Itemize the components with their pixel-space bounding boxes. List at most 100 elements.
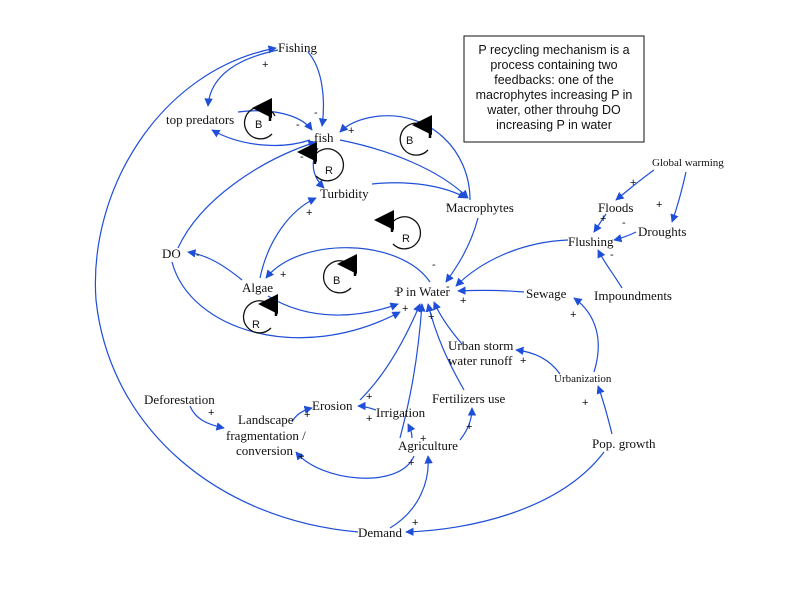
edge-impoundments-flushing bbox=[597, 249, 623, 289]
sign-gw-droughts: + bbox=[656, 199, 662, 211]
edge-droughts-flushing bbox=[613, 231, 637, 243]
sign-do-p: + bbox=[402, 303, 408, 315]
sign-sewage-p: + bbox=[460, 295, 466, 307]
edge-urbanization-sewage bbox=[573, 297, 599, 373]
edge-irrigation-erosion bbox=[357, 401, 377, 411]
node-impoundments: Impoundments bbox=[594, 288, 672, 303]
sign-p-algae: + bbox=[280, 269, 286, 281]
polarity-signs: + - - + - + - - + - - - + + + + + + + - … bbox=[196, 59, 662, 529]
node-deforestation: Deforestation bbox=[144, 392, 215, 407]
edge-flushing-p-water bbox=[455, 239, 569, 287]
node-erosion: Erosion bbox=[312, 398, 353, 413]
node-droughts: Droughts bbox=[638, 224, 686, 239]
sign-algae-turbidity: + bbox=[306, 207, 312, 219]
edge-macrophytes-fish bbox=[339, 115, 471, 201]
sign-agri-irrigation: + bbox=[420, 433, 426, 445]
edge-fishing-top-predators bbox=[204, 49, 279, 107]
node-fishing: Fishing bbox=[278, 40, 318, 55]
loop-r-turbidity: R bbox=[297, 142, 345, 182]
node-do: DO bbox=[162, 246, 181, 261]
loop-r-p-water: R bbox=[374, 210, 422, 250]
sign-agri-fertilizers: + bbox=[466, 421, 472, 433]
sign-turbidity-macro: - bbox=[446, 199, 450, 211]
note-line-5: water, other throuhg DO bbox=[486, 103, 621, 117]
edge-erosion-p-water bbox=[359, 303, 421, 401]
sign-flushing-p: - bbox=[446, 281, 450, 293]
sign-deforestation-landscape: + bbox=[208, 407, 214, 419]
sign-pop-urban: + bbox=[582, 397, 588, 409]
node-landscape-3: conversion bbox=[236, 443, 294, 458]
edges bbox=[94, 45, 687, 536]
edge-do-fish bbox=[177, 140, 317, 249]
loop-label-b-fish-macro: B bbox=[406, 135, 413, 147]
node-irrigation: Irrigation bbox=[376, 405, 426, 420]
note-line-4: macrophytes increasing P in bbox=[476, 88, 633, 102]
edge-global-warming-floods bbox=[615, 169, 655, 201]
edge-pop-growth-demand bbox=[405, 451, 605, 536]
sign-algae-p: - bbox=[394, 285, 398, 297]
node-algae: Algae bbox=[242, 280, 273, 295]
edge-global-warming-droughts bbox=[670, 171, 687, 223]
sign-irrigation-erosion: + bbox=[366, 413, 372, 425]
edge-pop-growth-urbanization bbox=[596, 385, 613, 435]
node-macrophytes: Macrophytes bbox=[446, 200, 514, 215]
edge-agriculture-fertilizers bbox=[459, 407, 477, 441]
node-top-predators: top predators bbox=[166, 112, 234, 127]
sign-fishing-fish: - bbox=[314, 107, 318, 119]
edge-sewage-p-water bbox=[457, 286, 525, 295]
edge-deforestation-landscape bbox=[189, 405, 225, 431]
loop-indicators: B B R R B R bbox=[242, 98, 432, 334]
edge-floods-flushing bbox=[593, 213, 607, 233]
loop-label-r-turbidity: R bbox=[325, 165, 333, 177]
edge-urbanization-urban-storm bbox=[515, 346, 561, 375]
edge-agriculture-landscape bbox=[295, 451, 415, 479]
edge-fish-macrophytes bbox=[339, 139, 469, 199]
edge-demand-agriculture bbox=[389, 455, 433, 529]
sign-algae-do: - bbox=[196, 249, 200, 261]
sign-macro-fish: + bbox=[348, 125, 354, 137]
sign-fish-turbidity: - bbox=[300, 151, 304, 163]
node-p-in-water: P in Water bbox=[396, 284, 451, 299]
loop-label-b-top: B bbox=[255, 119, 262, 131]
edge-macrophytes-p-water bbox=[445, 217, 479, 283]
node-turbidity: Turbidity bbox=[320, 186, 369, 201]
note-line-3: feedbacks: one of the bbox=[494, 73, 614, 87]
edge-fertilizers-p-water bbox=[425, 303, 465, 391]
edge-fishing-fish bbox=[307, 51, 328, 127]
sign-urban-storm: + bbox=[520, 355, 526, 367]
node-flushing: Flushing bbox=[568, 234, 614, 249]
node-fertilizers: Fertilizers use bbox=[432, 391, 506, 406]
edge-algae-turbidity bbox=[259, 197, 317, 279]
note-line-1: P recycling mechanism is a bbox=[478, 43, 629, 57]
node-fish: fish bbox=[314, 130, 334, 145]
node-urbanization: Urbanization bbox=[554, 373, 612, 385]
edge-agriculture-irrigation bbox=[407, 423, 416, 439]
node-agriculture: Agriculture bbox=[398, 438, 458, 453]
edge-landscape-erosion bbox=[291, 405, 313, 423]
loop-b-fish-macrophytes: B bbox=[399, 115, 432, 156]
edge-agriculture-p-water bbox=[399, 303, 426, 439]
edge-urban-storm-p-water bbox=[433, 301, 463, 345]
node-global-warming: Global warming bbox=[652, 157, 724, 169]
node-floods: Floods bbox=[598, 200, 633, 215]
sign-droughts-flushing: - bbox=[622, 217, 626, 229]
edge-p-water-algae bbox=[265, 247, 431, 283]
node-urban-storm-1: Urban storm bbox=[448, 338, 513, 353]
sign-erosion-p: + bbox=[366, 391, 372, 403]
sign-floods-flushing: + bbox=[600, 213, 606, 225]
note-box: P recycling mechanism is a process conta… bbox=[463, 35, 645, 143]
node-landscape-2: fragmentation / bbox=[226, 428, 306, 443]
edge-turbidity-macrophytes bbox=[371, 182, 467, 199]
node-demand: Demand bbox=[358, 525, 403, 540]
sign-fertilizers-p: + bbox=[428, 311, 434, 323]
nodes: Fishing top predators fish Turbidity Mac… bbox=[144, 40, 724, 540]
loop-label-r-p-water: R bbox=[402, 233, 410, 245]
note-line-2: process containing two bbox=[490, 58, 617, 72]
edge-top-predators-fish bbox=[237, 110, 313, 131]
node-urban-storm-2: water runoff bbox=[448, 353, 513, 368]
sign-impound-flushing: - bbox=[610, 249, 614, 261]
sign-fishing-top: + bbox=[262, 59, 268, 71]
note-line-6: increasing P in water bbox=[496, 118, 612, 132]
